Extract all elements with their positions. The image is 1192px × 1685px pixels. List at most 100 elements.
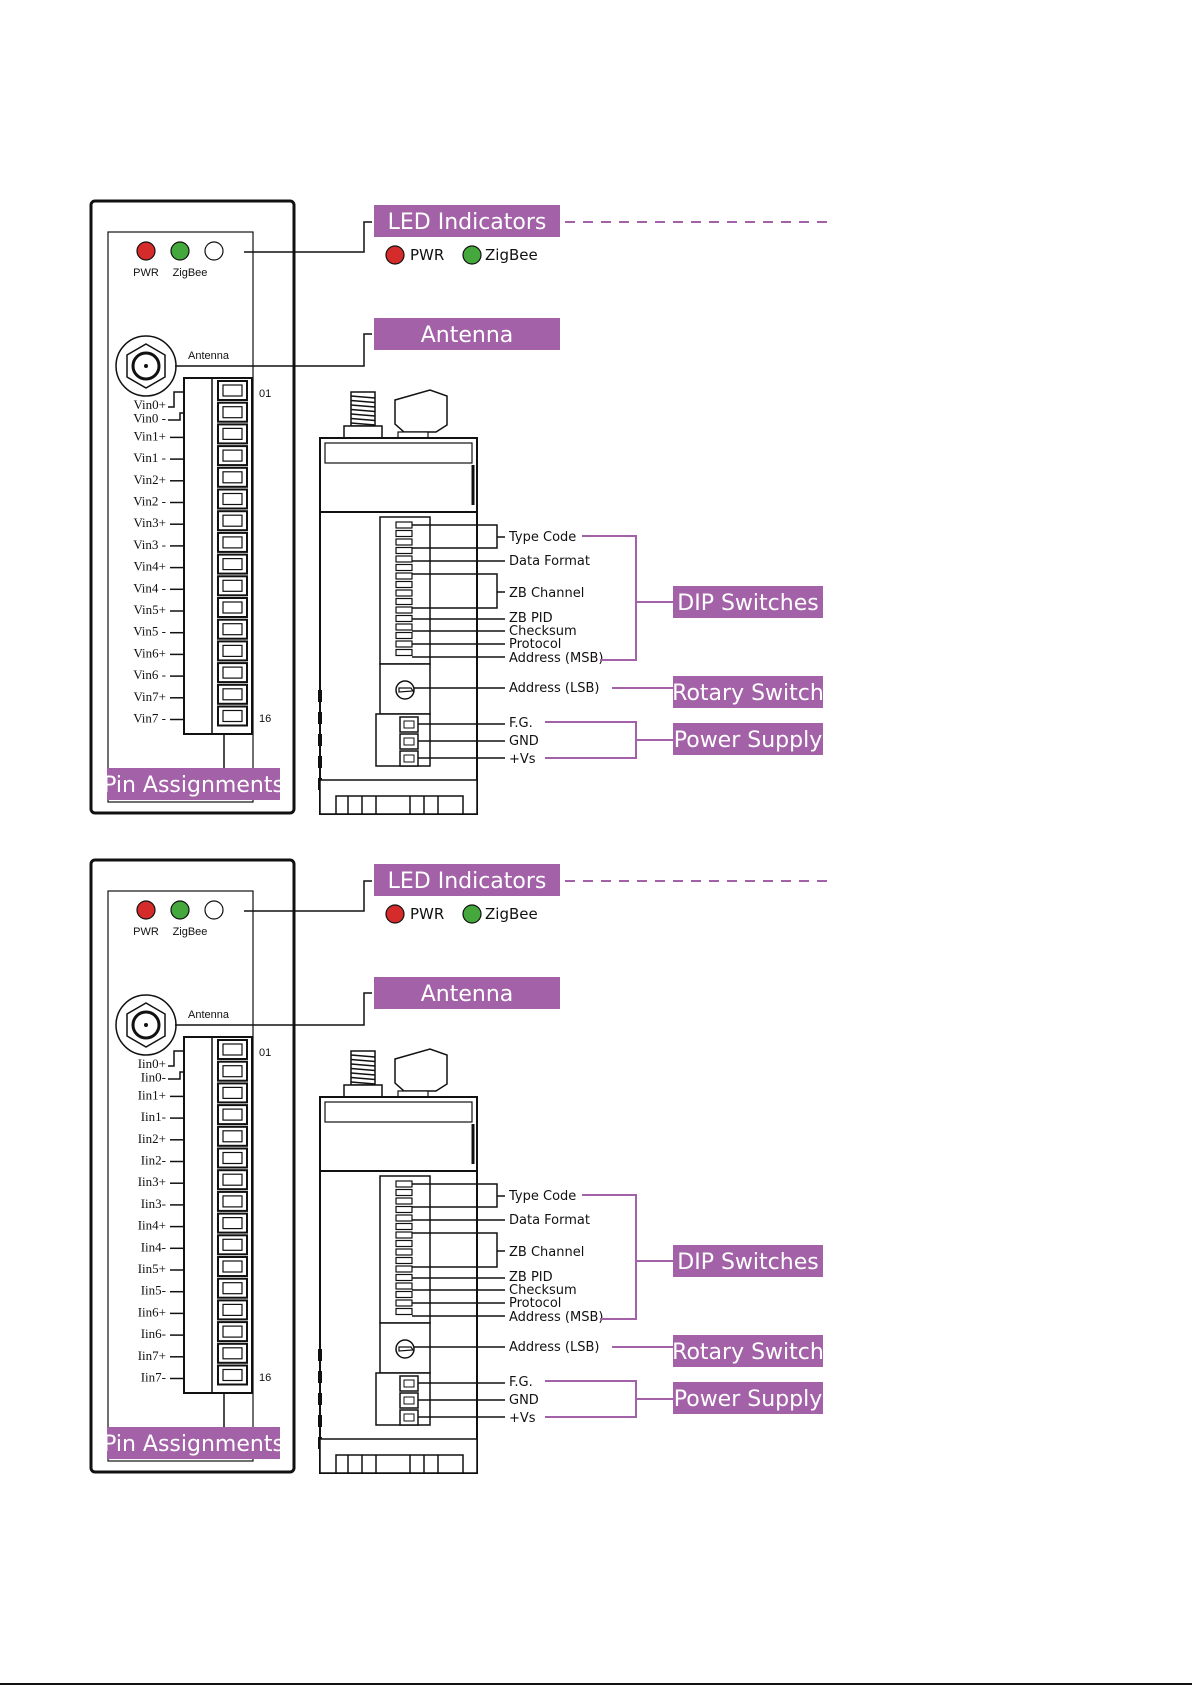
antenna-connector-icon bbox=[115, 994, 177, 1056]
rotary-switch-callout: Rotary Switch bbox=[672, 1335, 824, 1367]
address-msb-label: Address (MSB) bbox=[509, 651, 603, 666]
address-lsb-label: Address (LSB) bbox=[509, 1340, 599, 1355]
zb-pid-label: ZB PID bbox=[509, 611, 553, 626]
data-format-label: Data Format bbox=[509, 1213, 590, 1228]
pin-label-1: Vin0+ bbox=[133, 397, 166, 412]
dip-5 bbox=[395, 555, 413, 563]
pin-label-14: Iin6- bbox=[141, 1326, 166, 1341]
dip-13 bbox=[395, 623, 413, 631]
led-indicators-callout-label: LED Indicators bbox=[388, 210, 547, 235]
checksum-label: Checksum bbox=[509, 1283, 577, 1298]
dip-11 bbox=[395, 606, 413, 614]
dip-switches-callout: DIP Switches bbox=[673, 1245, 823, 1277]
pwr-led-label: PWR bbox=[133, 926, 159, 938]
pin-number-top: 01 bbox=[259, 388, 271, 400]
type-code-label: Type Code bbox=[508, 530, 576, 545]
pin-label-15: Vin7+ bbox=[133, 689, 166, 704]
dip-14 bbox=[395, 1290, 413, 1299]
pin-label-5: Iin2+ bbox=[138, 1131, 166, 1146]
zigbee-led-icon bbox=[170, 241, 190, 261]
dip-8 bbox=[395, 1239, 413, 1248]
dip-8 bbox=[395, 580, 413, 589]
antenna-callout-bg bbox=[374, 318, 560, 350]
power-supply-callout-label: Power Supply bbox=[674, 1387, 822, 1412]
dip-switches-callout-label: DIP Switches bbox=[677, 591, 818, 616]
rotary-switch-callout-label: Rotary Switch bbox=[672, 1340, 824, 1365]
zigbee-led-icon bbox=[170, 900, 190, 920]
pin-label-15: Iin7+ bbox=[138, 1348, 166, 1363]
antenna-callout-label: Antenna bbox=[421, 323, 514, 348]
pin-assignments-callout-bg bbox=[107, 768, 280, 800]
vs-label: +Vs bbox=[509, 1411, 536, 1426]
zigbee-led-label: ZigBee bbox=[173, 267, 208, 279]
dip-switches-callout-bg bbox=[673, 586, 823, 618]
rotary-switch-callout-bg bbox=[673, 1335, 823, 1367]
dip-6 bbox=[395, 563, 413, 572]
dip-6 bbox=[395, 1222, 413, 1231]
pin-assignments-callout-bg bbox=[107, 1427, 280, 1459]
dip-3 bbox=[395, 538, 413, 546]
pin-label-10: Iin4- bbox=[141, 1239, 166, 1254]
protocol-label: Protocol bbox=[509, 637, 561, 652]
address-lsb-label: Address (LSB) bbox=[509, 681, 599, 696]
antenna-connector-icon bbox=[115, 335, 177, 397]
dip-16 bbox=[395, 648, 413, 657]
pin-assignments-callout: Pin Assignments bbox=[103, 768, 284, 800]
zb-pid-label: ZB PID bbox=[509, 1270, 553, 1285]
dip-12 bbox=[395, 1273, 413, 1282]
pin-label-1: Iin0+ bbox=[138, 1056, 166, 1071]
dip-13 bbox=[395, 1282, 413, 1290]
checksum-label: Checksum bbox=[509, 624, 577, 639]
vs-label: +Vs bbox=[509, 752, 536, 767]
pin-label-8: Iin3- bbox=[141, 1196, 166, 1211]
pin-label-10: Vin4 - bbox=[133, 580, 166, 595]
power-supply-callout: Power Supply bbox=[673, 723, 823, 755]
fg-label: F.G. bbox=[509, 716, 533, 731]
dip-7 bbox=[395, 1231, 413, 1239]
pin-label-7: Vin3+ bbox=[133, 515, 166, 530]
side-clip bbox=[394, 389, 448, 433]
pin-label-7: Iin3+ bbox=[138, 1174, 166, 1189]
power-supply-callout-bg bbox=[673, 723, 823, 755]
side-view bbox=[318, 389, 478, 815]
fg-label: F.G. bbox=[509, 1375, 533, 1390]
dip-7 bbox=[395, 572, 413, 580]
dip-12 bbox=[395, 614, 413, 623]
pin-number-bottom: 16 bbox=[259, 713, 271, 725]
pin-label-4: Vin1 - bbox=[133, 450, 166, 465]
power-supply-callout-label: Power Supply bbox=[674, 728, 822, 753]
rotary-switch-callout-label: Rotary Switch bbox=[672, 681, 824, 706]
led-indicators-callout: LED Indicators bbox=[374, 205, 560, 237]
led-indicators-callout-label: LED Indicators bbox=[388, 869, 547, 894]
pin-label-6: Vin2 - bbox=[133, 494, 166, 509]
pin-label-9: Iin4+ bbox=[138, 1218, 166, 1233]
legend-pwr-label: PWR bbox=[410, 905, 444, 923]
data-format-label: Data Format bbox=[509, 554, 590, 569]
dip-10 bbox=[395, 1256, 413, 1265]
dip-4 bbox=[395, 546, 413, 555]
dip-15 bbox=[395, 640, 413, 648]
gnd-label: GND bbox=[509, 1393, 539, 1408]
rotary-switch-callout: Rotary Switch bbox=[672, 676, 824, 708]
legend-pwr-label: PWR bbox=[410, 246, 444, 264]
power-supply-callout-bg bbox=[673, 1382, 823, 1414]
terminal-block bbox=[183, 377, 253, 735]
legend-zigbee-label: ZigBee bbox=[485, 246, 538, 264]
pwr-led-label: PWR bbox=[133, 267, 159, 279]
pin-label-16: Vin7 - bbox=[133, 711, 166, 726]
pin-label-13: Iin6+ bbox=[138, 1304, 166, 1319]
pin-label-13: Vin6+ bbox=[133, 645, 166, 660]
dip-14 bbox=[395, 631, 413, 640]
pwr-led-icon bbox=[136, 900, 156, 920]
dip-1 bbox=[395, 1180, 413, 1188]
pin-label-3: Iin1+ bbox=[138, 1087, 166, 1102]
pin-label-4: Iin1- bbox=[141, 1109, 166, 1124]
legend-pwr-icon bbox=[385, 245, 405, 265]
rotary-switch-callout-bg bbox=[673, 676, 823, 708]
